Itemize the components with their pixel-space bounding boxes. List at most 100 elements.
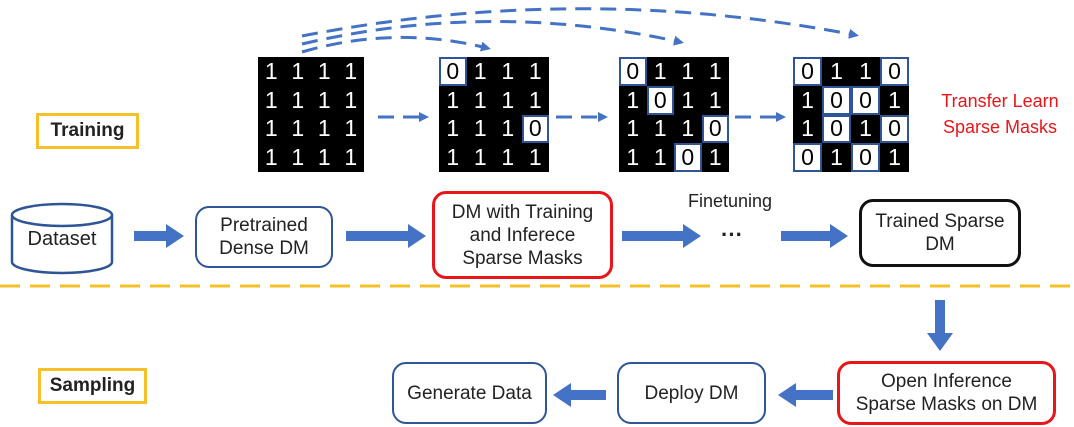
mask-cell: 1 [528, 57, 542, 84]
mask-cell: 1 [446, 115, 460, 142]
transfer-label-line1: Transfer Learn [941, 91, 1059, 111]
deploy-label: Deploy DM [644, 382, 739, 404]
arrow-deploy-to-generate [553, 383, 606, 407]
mask-cell: 1 [830, 57, 843, 84]
sampling-phase-label: Sampling [38, 368, 147, 404]
mask-cell: 0 [851, 85, 880, 115]
mask-cell: 1 [888, 86, 901, 113]
mask-cell: 1 [291, 57, 305, 84]
training-phase-label: Training [36, 113, 139, 149]
mask-cell: 1 [626, 144, 640, 171]
trained-line2: DM [925, 234, 955, 255]
mask-cell: 1 [344, 57, 358, 84]
mask-cell: 0 [619, 57, 647, 86]
deploy-dm-box: Deploy DM [617, 362, 766, 424]
dataset-label: Dataset [27, 228, 97, 250]
mask-cell: 0 [822, 85, 851, 115]
open-inference-masks-box: Open Inference Sparse Masks on DM [837, 361, 1056, 425]
mask-cell: 1 [528, 86, 542, 113]
dm-masks-line3: Sparse Masks [462, 247, 583, 269]
mask-cell: 0 [793, 143, 822, 172]
mask-cell: 0 [793, 57, 822, 86]
mask-cell: 0 [521, 114, 549, 144]
dm-masks-line1: DM with Training [451, 201, 594, 223]
mask-cell: 1 [317, 57, 331, 84]
mask-cell: 1 [681, 86, 695, 113]
generate-data-box: Generate Data [392, 362, 547, 424]
mask-cell: 1 [501, 115, 515, 142]
transfer-arrow-1 [301, 35, 491, 54]
trained-sparse-dm-box: Trained Sparse DM [859, 199, 1021, 267]
transfer-arrow-3 [301, 7, 859, 39]
mask-cell: 1 [317, 86, 331, 113]
pretrained-line2: Dense DM [219, 238, 309, 259]
transfer-arrow-2 [301, 20, 684, 46]
mask-cell: 1 [501, 86, 515, 113]
mask-cell: 1 [264, 57, 278, 84]
mask-cell: 1 [344, 115, 358, 142]
ellipsis-label: ··· [721, 222, 743, 247]
mask-cell: 1 [344, 144, 358, 171]
mask-cell: 1 [830, 144, 843, 171]
mask-cell: 1 [528, 144, 542, 171]
dataset-cylinder-icon [10, 202, 114, 275]
pretrained-dense-dm-box: Pretrained Dense DM [195, 206, 333, 268]
mask-cell: 1 [888, 144, 901, 171]
mask-cell: 1 [681, 57, 695, 84]
mask-cell: 0 [851, 143, 880, 172]
mask-cell: 1 [626, 115, 640, 142]
mask-cell: 1 [653, 144, 667, 171]
mask-cell: 1 [801, 86, 814, 113]
mask-cell: 1 [473, 57, 487, 84]
mask-cell: 1 [859, 57, 872, 84]
arrow-dm-to-ellipsis [622, 224, 701, 248]
arrow-open-to-deploy [778, 383, 833, 407]
mask-cell: 1 [501, 57, 515, 84]
arrow-dataset-to-pretrained [134, 224, 184, 248]
mask-cell: 1 [859, 115, 872, 142]
mask-cell: 0 [822, 114, 851, 144]
mask-cell: 1 [473, 115, 487, 142]
mask-cell: 1 [681, 115, 695, 142]
arrow-pretrained-to-dm [346, 224, 426, 248]
mask-cell: 1 [708, 144, 722, 171]
mask-cell: 0 [646, 85, 674, 115]
mask-cell: 1 [653, 115, 667, 142]
mask-cell: 0 [701, 114, 729, 144]
arrow-ellipsis-to-trained [781, 224, 848, 248]
mask-cell: 1 [264, 115, 278, 142]
mask-cell: 1 [708, 86, 722, 113]
dm-masks-line2: and Inferece [469, 224, 576, 246]
mask-cell: 1 [473, 144, 487, 171]
mask-cell: 1 [626, 86, 640, 113]
mask-cell: 1 [446, 144, 460, 171]
open-masks-line1: Open Inference [881, 371, 1012, 392]
arrow-trained-to-open [927, 300, 953, 351]
flow-arrows [134, 224, 953, 407]
mask-cell: 1 [291, 144, 305, 171]
mask-cell: 0 [439, 57, 467, 86]
mask-cell: 1 [473, 86, 487, 113]
mask-cell: 1 [291, 115, 305, 142]
mask-cell: 0 [880, 57, 909, 86]
transfer-label-line2: Sparse Masks [942, 117, 1058, 137]
mask-cell: 1 [501, 144, 515, 171]
mask-cell: 1 [264, 86, 278, 113]
dm-sparse-masks-box: DM with Training and Inferece Sparse Mas… [432, 191, 613, 279]
finetuning-label: Finetuning [688, 191, 773, 211]
pretrained-line1: Pretrained [220, 215, 308, 236]
generate-label: Generate Data [407, 382, 532, 404]
mask-cell: 1 [291, 86, 305, 113]
mask-cell: 1 [344, 86, 358, 113]
mask-cell: 1 [317, 115, 331, 142]
mask-cell: 1 [446, 86, 460, 113]
mask-cell: 1 [317, 144, 331, 171]
trained-line1: Trained Sparse [875, 211, 1005, 232]
mask-cell: 1 [653, 57, 667, 84]
open-masks-line2: Sparse Masks on DM [855, 394, 1038, 415]
